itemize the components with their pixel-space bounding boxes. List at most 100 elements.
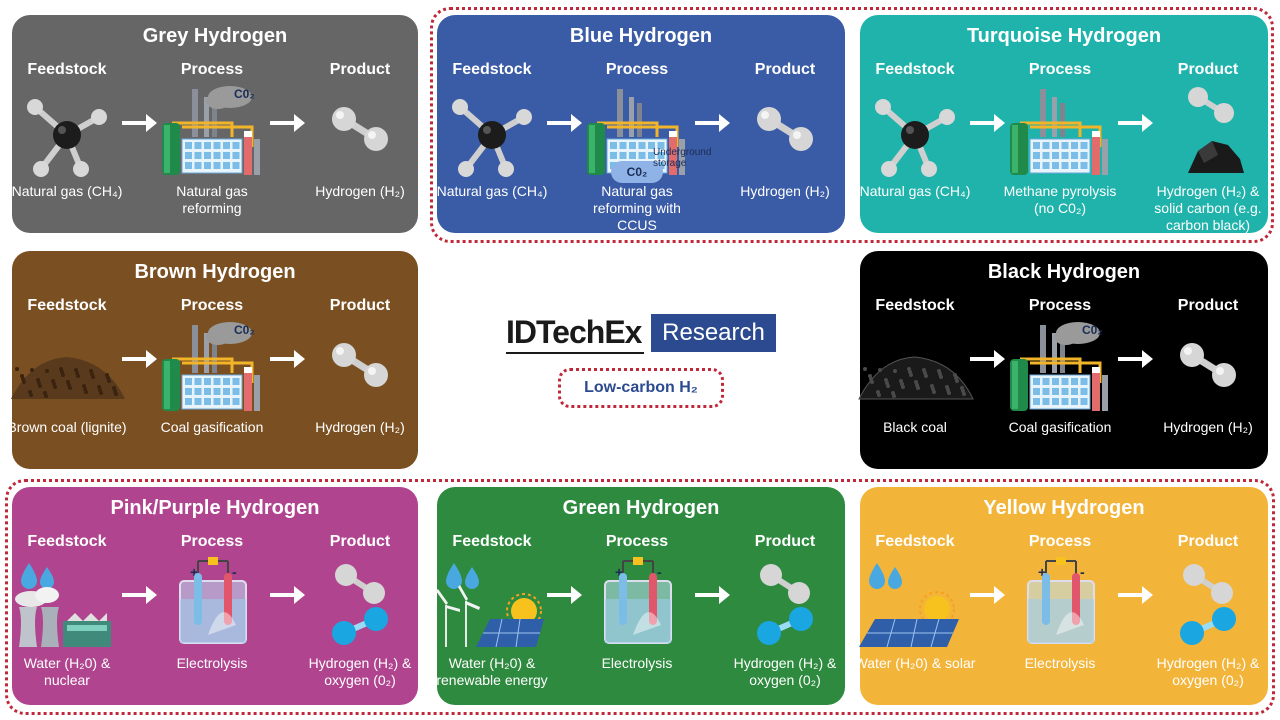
process-heading: Process [1028,297,1092,314]
hydrogen-oxygen-icon [725,555,845,651]
water-nuclear-icon [7,555,127,651]
brown-coal-icon [7,319,127,415]
gasification-plant-icon [1000,319,1120,415]
arrow-icon [120,583,160,607]
hydrogen-molecule-icon [1148,319,1268,415]
methane-molecule-icon [855,83,975,179]
electrolysis-cell-icon: + - [152,555,272,651]
arrow-icon [1116,583,1156,607]
pyrolysis-plant-icon [1000,83,1120,179]
feedstock-heading: Feedstock [452,533,532,550]
hydrogen-oxygen-icon [1148,555,1268,651]
product-heading: Product [329,533,391,550]
feedstock-caption: Natural gas (CH₄) [11,183,123,199]
process-heading: Process [180,297,244,314]
electrolysis-cell-icon: + - [1000,555,1120,651]
panel-title: Turquoise Hydrogen [966,25,1162,47]
co2-cloud-label: C0₂ [234,87,255,101]
feedstock-caption: Water (H₂0) & nuclear [23,655,111,688]
reforming-plant-icon [152,83,272,179]
feedstock-heading: Feedstock [875,533,955,550]
methane-molecule-icon [7,83,127,179]
arrow-icon [545,583,585,607]
arrow-icon [1116,347,1156,371]
arrow-icon [1116,111,1156,135]
feedstock-caption: Brown coal (lignite) [7,419,127,435]
low-carbon-label: Low-carbon H₂ [558,368,724,408]
product-heading: Product [1177,533,1239,550]
product-caption: Hydrogen (H₂) [315,183,405,199]
process-caption: Coal gasification [1008,419,1112,435]
process-caption: Coal gasification [160,419,264,435]
hydrogen-molecule-icon [300,319,420,415]
black-coal-icon [855,319,975,415]
svg-text:+: + [190,564,198,580]
feedstock-heading: Feedstock [27,61,107,78]
methane-molecule-icon [432,83,552,179]
feedstock-heading: Feedstock [452,61,532,78]
product-heading: Product [329,61,391,78]
arrow-icon [693,583,733,607]
water-renewable-icon [432,555,552,651]
product-caption: Hydrogen (H₂) & oxygen (0₂) [308,655,412,688]
arrow-icon [268,583,308,607]
hydrogen-molecule-icon [300,83,420,179]
product-heading: Product [754,533,816,550]
product-caption: Hydrogen (H₂) & oxygen (0₂) [1156,655,1260,688]
low-carbon-highlight-top [430,7,1274,243]
product-heading: Product [329,297,391,314]
water-solar-icon [855,555,975,651]
hydrogen-carbon-icon [1148,83,1268,179]
product-heading: Product [1177,61,1239,78]
feedstock-caption: Black coal [883,419,947,435]
panel-title: Pink/Purple Hydrogen [110,497,320,519]
feedstock-caption: Water (H₂0) & renewable energy [436,655,548,688]
svg-text:+: + [615,564,623,580]
process-caption: Natural gas reforming [176,183,248,216]
gasification-plant-icon [152,319,272,415]
arrow-icon [120,347,160,371]
panel-title: Green Hydrogen [562,497,720,519]
panel-title: Black Hydrogen [987,261,1141,283]
svg-text:+: + [1038,564,1046,580]
feedstock-heading: Feedstock [27,533,107,550]
process-heading: Process [180,61,244,78]
co2-cloud-label: C0₂ [1082,323,1103,337]
product-caption: Hydrogen (H₂) & solid carbon (e.g. carbo… [1154,183,1262,233]
arrow-icon [268,111,308,135]
electrolysis-cell-icon: + - [577,555,697,651]
process-heading: Process [1028,533,1092,550]
hydrogen-oxygen-icon [300,555,420,651]
product-caption: Hydrogen (H₂) [1163,419,1253,435]
panel-title: Brown Hydrogen [134,261,296,283]
feedstock-heading: Feedstock [875,61,955,78]
process-heading: Process [1028,61,1092,78]
co2-storage-cloud-icon: C0₂ [611,161,663,183]
feedstock-caption: Natural gas (CH₄) [436,183,548,199]
feedstock-caption: Water (H₂0) & solar [854,655,976,671]
svg-text:-: - [1080,564,1085,580]
panel-title: Yellow Hydrogen [983,497,1145,519]
product-heading: Product [1177,297,1239,314]
process-caption: Electrolysis [1024,655,1096,671]
underground-storage-label: Underground storage [653,147,712,169]
arrow-icon [968,111,1008,135]
feedstock-caption: Natural gas (CH₄) [859,183,971,199]
arrow-icon [268,347,308,371]
panel-title: Grey Hydrogen [142,25,288,47]
process-heading: Process [180,533,244,550]
idtechex-logo: IDTechEx Research [506,314,776,354]
arrow-icon [968,347,1008,371]
logo-underline [506,352,644,354]
process-heading: Process [605,533,669,550]
svg-text:-: - [232,564,237,580]
process-caption: Electrolysis [176,655,248,671]
logo-brand: IDTechEx [506,314,642,350]
product-caption: Hydrogen (H₂) [740,183,830,199]
co2-cloud-label: C0₂ [234,323,255,337]
